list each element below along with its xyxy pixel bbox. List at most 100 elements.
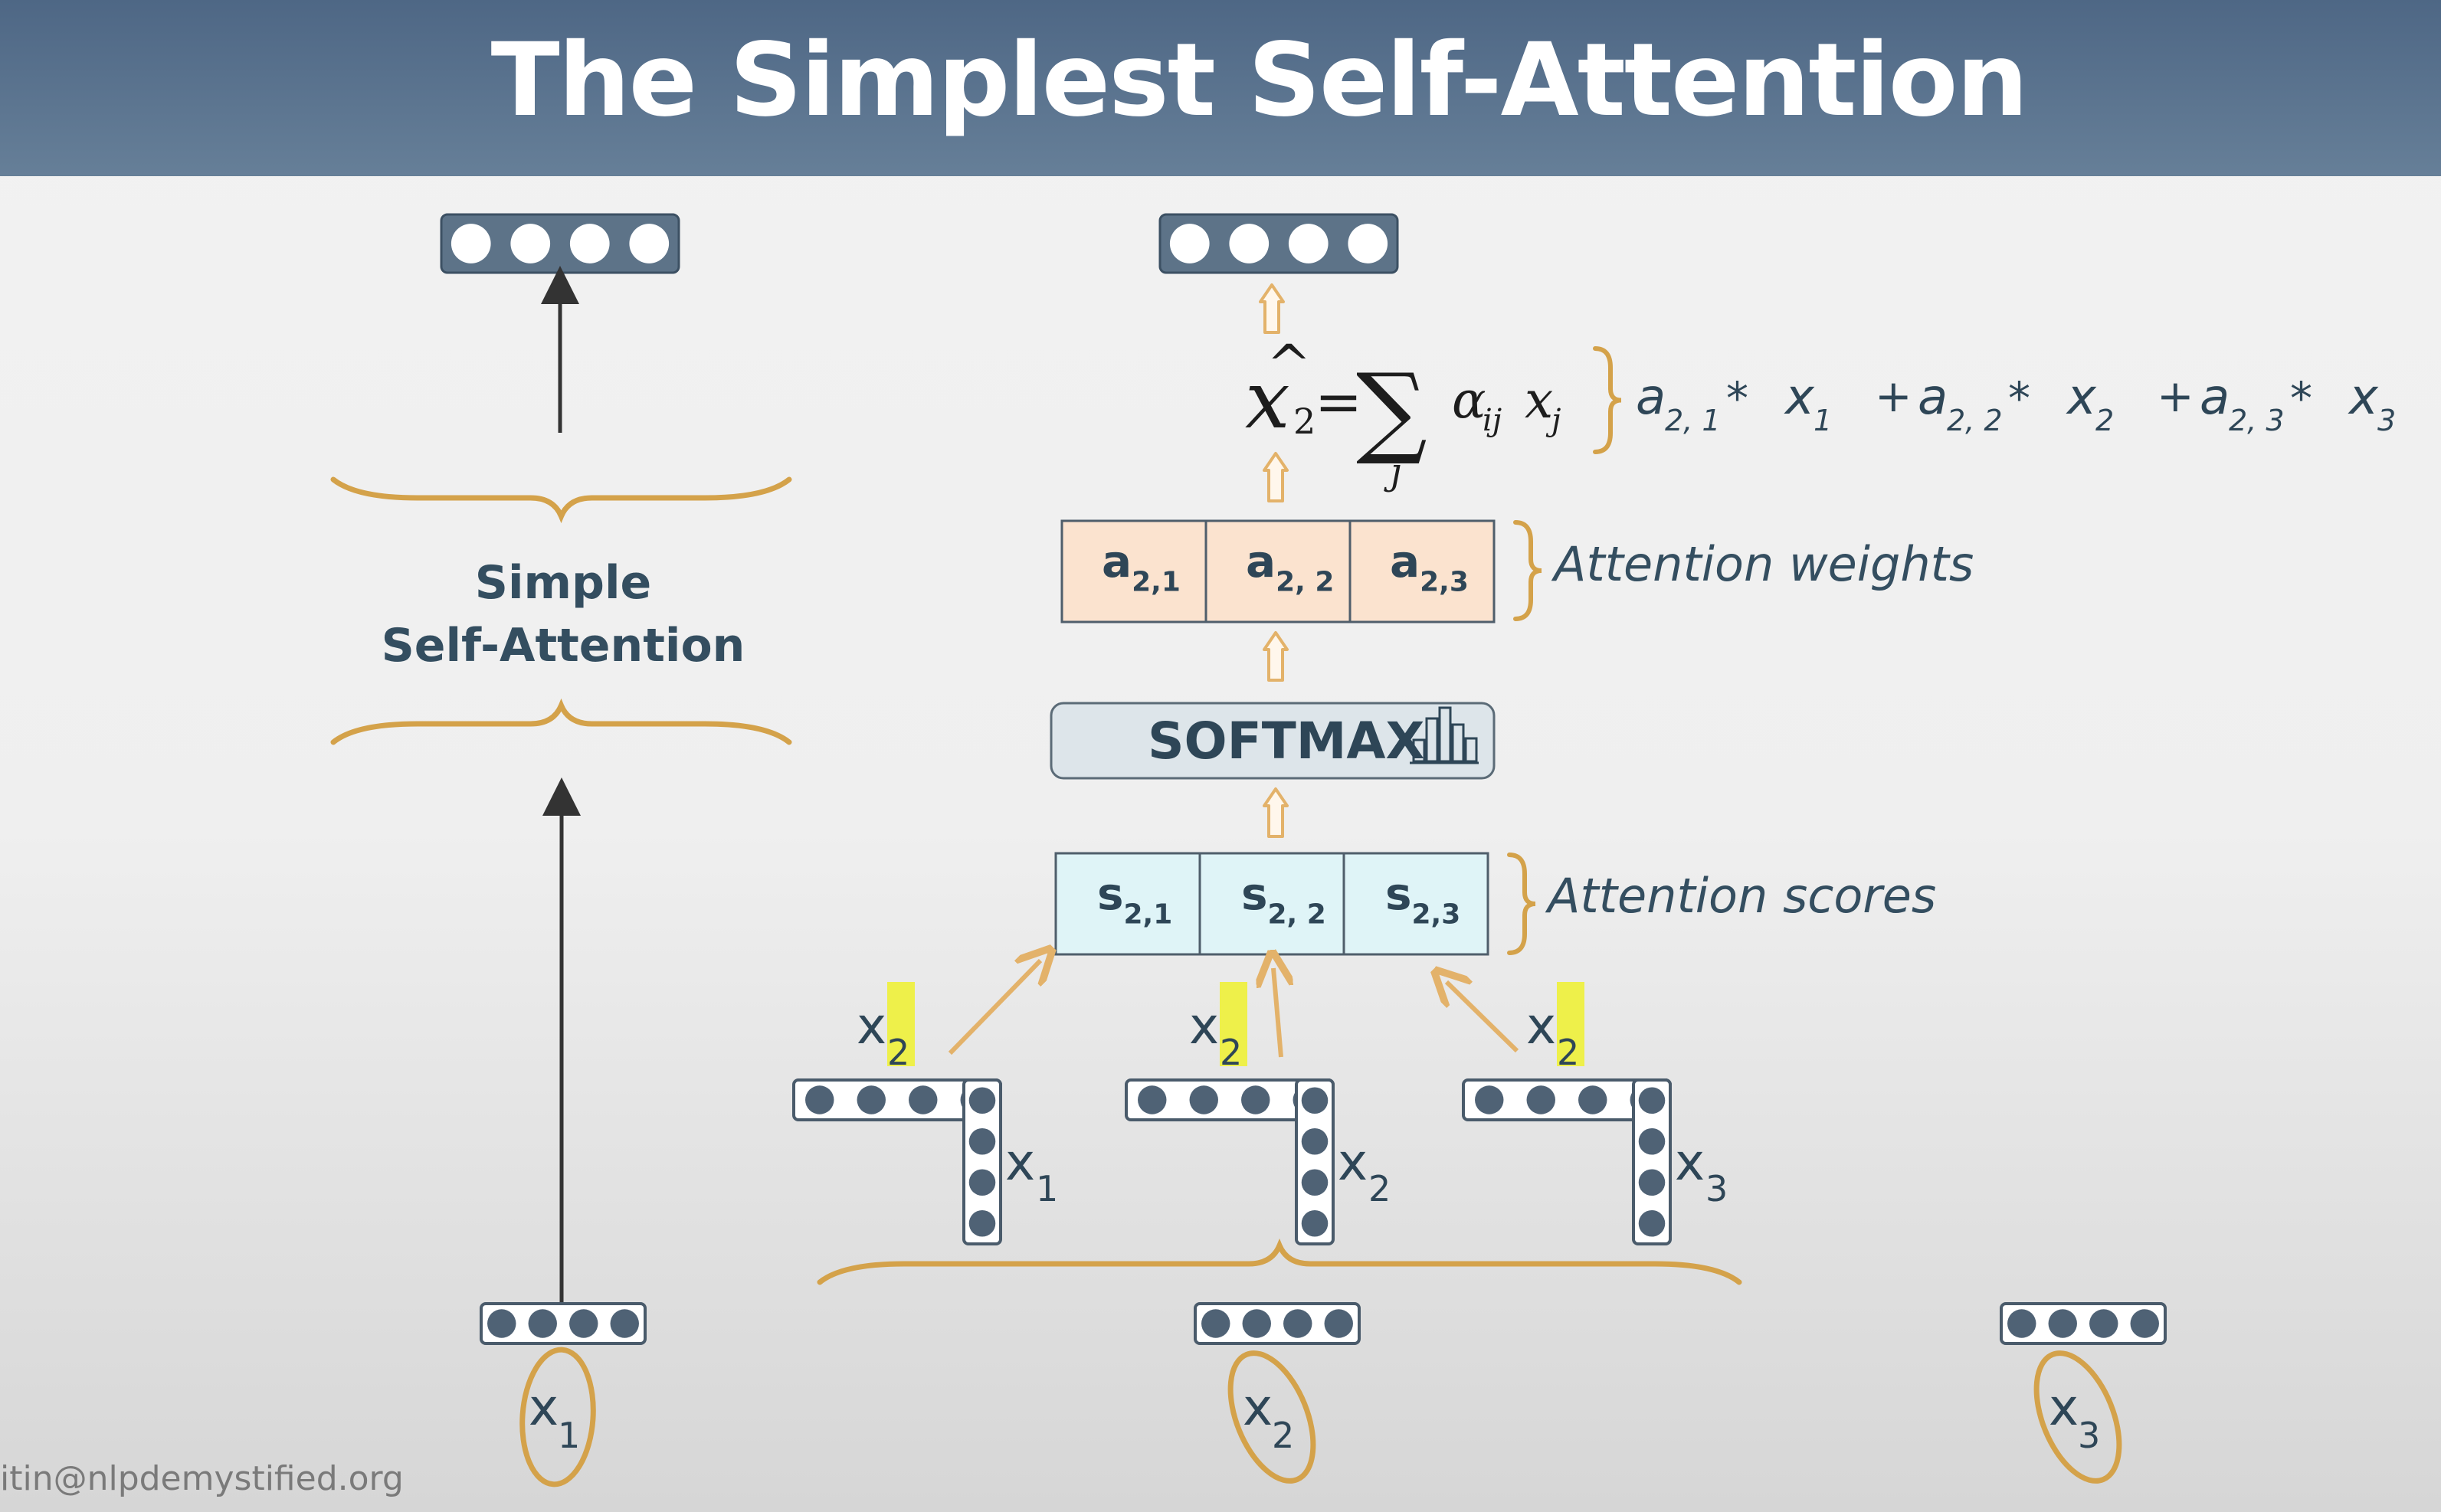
histogram-bar (1451, 723, 1465, 763)
formula-brace (1593, 346, 1622, 454)
histogram-bar (1464, 737, 1478, 763)
up-arrow-softmax (1263, 787, 1289, 838)
input-vector-node (569, 1309, 598, 1338)
formula-alpha: α (1452, 371, 1486, 430)
key-vector-node (1301, 1087, 1329, 1114)
expansion-coef-sub: 2, 3 (2229, 404, 2285, 437)
key-vector-box (962, 1078, 1002, 1245)
up-arrow-weights (1263, 631, 1289, 682)
input-circle (1227, 1350, 1316, 1484)
query-vector-node (1138, 1085, 1167, 1114)
input-vector (1194, 1302, 1361, 1345)
expansion-mult: * (2290, 372, 2312, 424)
query-vector-node (909, 1085, 938, 1114)
softmax-label: SOFTMAX (1148, 712, 1424, 771)
score-cell (1054, 852, 1201, 956)
expansion-plus: + (2157, 370, 2194, 422)
pairs-brace (817, 1238, 1742, 1285)
key-vector (962, 1078, 1002, 1245)
key-vector-node (1301, 1169, 1329, 1196)
up-arrow-output (1259, 283, 1285, 334)
query-sub: 2 (887, 1032, 909, 1073)
query-label: x (1526, 997, 1556, 1055)
input-token: x1 (519, 1347, 596, 1487)
output-vector-left-node (569, 224, 610, 263)
attention-weights-row (1060, 519, 1496, 623)
input-sub: 1 (558, 1415, 580, 1456)
input-vector-box (2000, 1302, 2167, 1345)
input-circle (2033, 1350, 2122, 1484)
key-vector-node (1301, 1209, 1329, 1237)
key-vector-box (1632, 1078, 1672, 1245)
score-cell (1342, 852, 1489, 956)
expansion-mult: * (2008, 372, 2030, 424)
up-arrow-formula (1263, 452, 1289, 502)
output-vector-center-node (1169, 224, 1210, 263)
input-vector-node (487, 1309, 516, 1338)
input-token: x3 (2033, 1350, 2122, 1484)
weight-cell (1060, 519, 1207, 623)
output-vector-left-node (510, 224, 551, 263)
pair-arrow-3 (1447, 982, 1519, 1053)
query-vector-node (1578, 1085, 1607, 1114)
expansion-coef: a (1636, 369, 1666, 426)
simple-self-attention-label: Simple Self-Attention (368, 551, 759, 677)
query-highlight (1557, 982, 1584, 1066)
key-vector-node (1638, 1127, 1666, 1155)
formula-alpha-sub: ij (1483, 403, 1502, 438)
query-sub: 2 (1220, 1032, 1242, 1073)
output-vector-left-node (629, 224, 670, 263)
input-sub: 2 (1272, 1415, 1294, 1456)
key-label: x (1675, 1133, 1705, 1192)
attention-scores-label: Attention scores (1548, 868, 1937, 924)
input-vector (2000, 1302, 2167, 1345)
weights-brace (1513, 520, 1542, 621)
key-vector (1632, 1078, 1672, 1245)
key-vector-node (968, 1169, 996, 1196)
input-vector-node (2089, 1309, 2118, 1338)
query-highlight (1220, 982, 1247, 1066)
attention-weights-label: Attention weights (1554, 536, 1974, 592)
scores-brace (1507, 853, 1536, 955)
input-sub: 3 (2078, 1415, 2100, 1456)
output-vector-center (1158, 213, 1399, 274)
pair-arrow-2 (1273, 968, 1281, 1058)
query-vector (792, 1078, 1002, 1121)
slide-title: The Simplest Self-Attention (490, 21, 2029, 139)
left-brace-top (330, 476, 792, 524)
histogram-icon (1410, 706, 1479, 764)
output-vector-center-node (1229, 224, 1270, 263)
softmax-box: SOFTMAX (1050, 702, 1496, 780)
formula-lhs-sub: 2 (1293, 401, 1316, 442)
input-circle (519, 1347, 596, 1487)
formula-lhs-x: x (1245, 353, 1290, 447)
expansion-var-sub: 1 (1814, 404, 1832, 437)
query-vector-node (1475, 1085, 1504, 1114)
input-vector-node (1201, 1309, 1230, 1338)
query-vector (1462, 1078, 1672, 1121)
query-label: x (1189, 997, 1219, 1055)
output-vector-center-node (1348, 224, 1388, 263)
attention-scores-row (1054, 852, 1489, 956)
expansion-var: x (1784, 369, 1815, 426)
query-highlight (887, 982, 915, 1066)
simple-label-line2: Self-Attention (381, 619, 745, 673)
histogram-bar (1412, 738, 1426, 763)
input-vector-box (480, 1302, 647, 1345)
input-token: x2 (1227, 1350, 1316, 1484)
key-vector-node (1638, 1169, 1666, 1196)
output-vector-left-node (451, 224, 491, 263)
key-vector-node (1638, 1087, 1666, 1114)
expansion-coef: a (2200, 369, 2230, 426)
input-vector-node (1242, 1309, 1271, 1338)
query-label: x (857, 997, 886, 1055)
input-vector-node (1324, 1309, 1353, 1338)
weight-cell (1348, 519, 1496, 623)
output-vector-left (440, 213, 680, 274)
expansion-var-sub: 3 (2377, 404, 2396, 437)
